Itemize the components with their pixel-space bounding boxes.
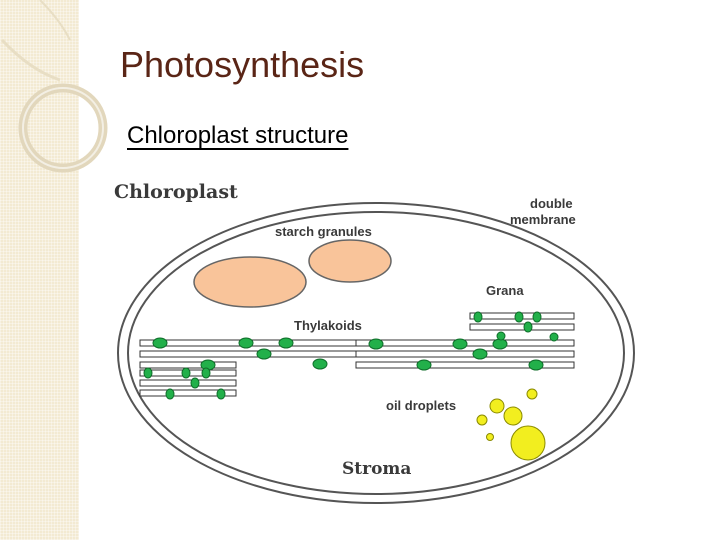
starch-granule — [308, 239, 392, 283]
label-oil-droplets: oil droplets — [386, 398, 456, 413]
label-stroma: Stroma — [342, 459, 411, 479]
chloroplast-diagram: Chloroplast double membrane starch granu… — [114, 181, 635, 504]
label-starch-granules: starch granules — [275, 224, 372, 239]
label-double: double — [530, 196, 573, 211]
diagram-heading: Chloroplast — [114, 181, 238, 203]
starch-granule — [193, 256, 307, 308]
label-membrane: membrane — [510, 212, 576, 227]
decorative-rings — [0, 0, 108, 173]
label-thylakoids: Thylakoids — [294, 318, 362, 333]
label-grana: Grana — [486, 283, 524, 298]
slide-title: Photosynthesis — [120, 44, 365, 85]
slide-subtitle: Chloroplast structure — [127, 122, 349, 149]
grana-discs — [143, 311, 559, 400]
oil-droplets — [476, 388, 546, 461]
